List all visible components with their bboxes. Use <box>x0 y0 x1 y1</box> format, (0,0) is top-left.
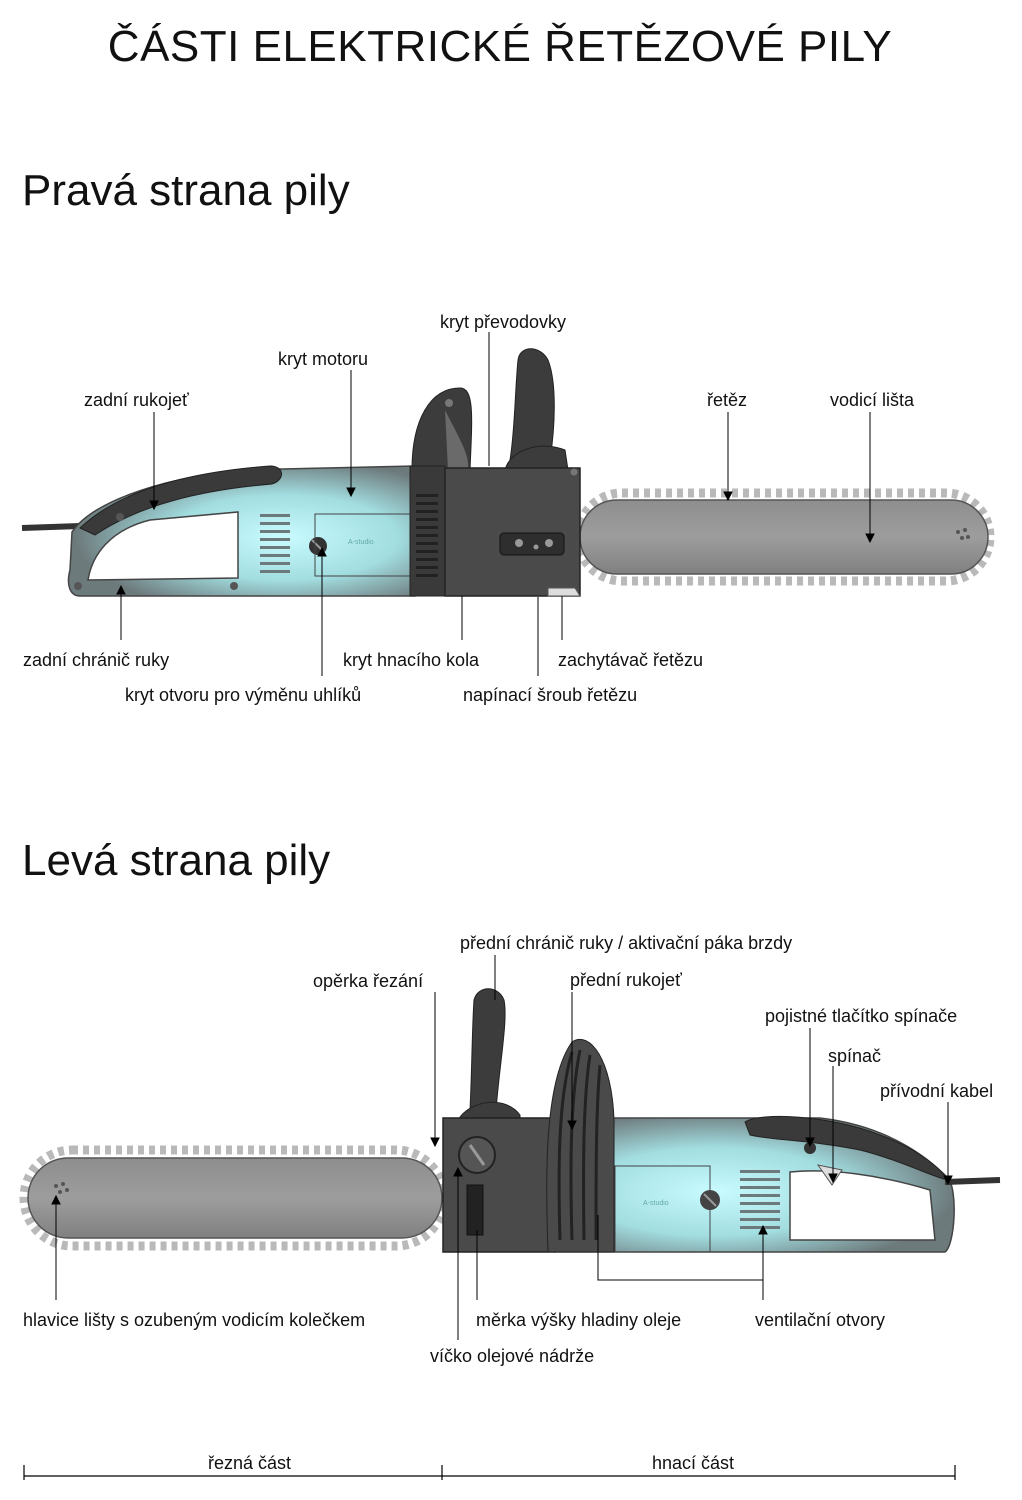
leader-lines-right <box>116 332 875 676</box>
watermark-right: A-studio <box>348 539 374 546</box>
vent-slots-right <box>260 514 290 573</box>
label-kryt-hnaciho-kola: kryt hnacího kola <box>343 650 480 670</box>
left-side-saw: A-studio <box>19 988 1001 1253</box>
guide-bar-left <box>27 1157 443 1239</box>
label-predni-rukojet: přední rukojeť <box>570 970 682 990</box>
tension-screw-plate <box>499 532 565 556</box>
oil-level-gauge <box>466 1184 484 1236</box>
power-cable <box>21 523 81 531</box>
label-zachytavac: zachytávač řetězu <box>558 650 704 670</box>
label-vicko: víčko olejové nádrže <box>430 1346 595 1366</box>
sprocket-cover-right <box>444 467 581 597</box>
label-kryt-motoru: kryt motoru <box>278 349 369 369</box>
label-napinaci-sroub: napínací šroub řetězu <box>463 685 638 705</box>
hand-guard-right <box>509 348 555 461</box>
power-cable-left <box>944 1177 1001 1185</box>
right-side-heading: Pravá strana pily <box>22 166 350 215</box>
hand-guard-left <box>469 988 506 1111</box>
guide-bar <box>579 499 989 575</box>
label-privodni-kabel: přívodní kabel <box>880 1081 994 1101</box>
left-side-heading: Levá strana pily <box>22 836 331 885</box>
chain-catcher <box>547 587 581 597</box>
label-spinac: spínač <box>828 1046 882 1066</box>
label-vodici-lista: vodicí lišta <box>830 390 915 410</box>
label-zadni-chranic: zadní chránič ruky <box>23 650 170 670</box>
oil-cover-block <box>442 1117 556 1253</box>
right-side-saw: A-studio <box>21 348 995 597</box>
scale-bar <box>23 1465 956 1480</box>
page-title: ČÁSTI ELEKTRICKÉ ŘETĚZOVÉ PILY <box>107 22 893 71</box>
label-kryt-prevodovky: kryt převodovky <box>440 312 567 332</box>
label-retez: řetěz <box>707 390 748 410</box>
label-ventilacni: ventilační otvory <box>755 1310 886 1330</box>
label-hnaci-cast: hnací část <box>652 1453 735 1473</box>
label-merka: měrka výšky hladiny oleje <box>476 1310 682 1330</box>
label-kryt-otvoru: kryt otvoru pro výměnu uhlíků <box>125 685 362 705</box>
leader-lines-left <box>51 955 953 1340</box>
vent-slots-left <box>740 1170 780 1229</box>
front-handle-left <box>546 1039 615 1253</box>
label-zadni-rukojet: zadní rukojeť <box>84 390 189 410</box>
label-operka: opěrka řezání <box>313 971 424 991</box>
label-pojistne-tlacitko: pojistné tlačítko spínače <box>765 1006 958 1026</box>
watermark-left: A-studio <box>643 1200 669 1207</box>
label-rezna-cast: řezná část <box>208 1453 292 1473</box>
label-hlavice: hlavice lišty s ozubeným vodicím kolečke… <box>23 1310 366 1330</box>
safety-button <box>804 1142 816 1154</box>
label-predni-chranic: přední chránič ruky / aktivační páka brz… <box>460 933 793 953</box>
